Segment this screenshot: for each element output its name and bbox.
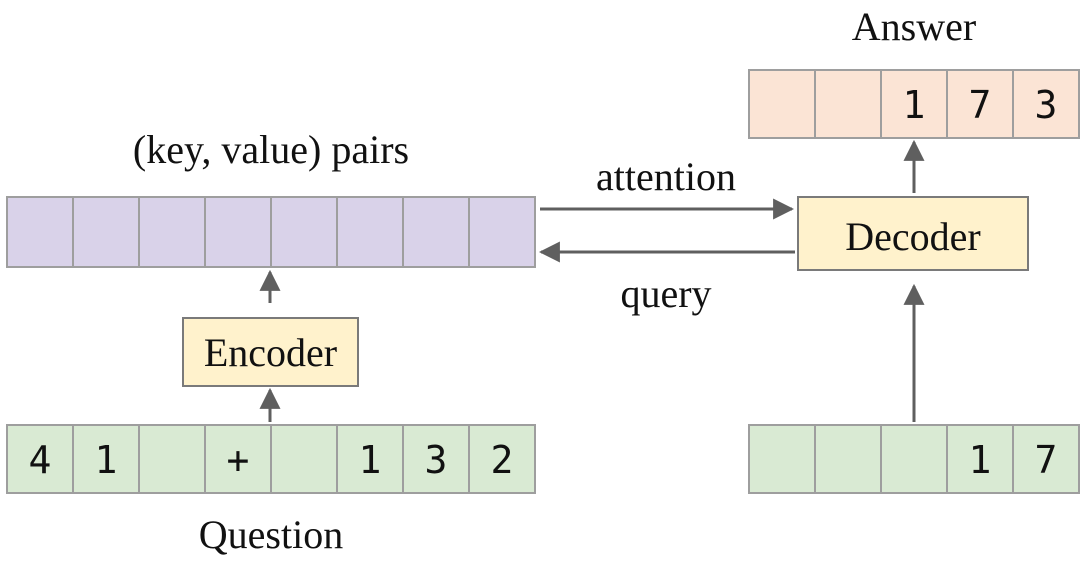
kv-pairs-label: (key, value) pairs (133, 127, 409, 172)
cell (1012, 424, 1080, 494)
cell (204, 424, 272, 494)
cell (814, 69, 882, 139)
decoder-label: Decoder (845, 214, 980, 259)
cell (402, 196, 470, 268)
cell-value: 7 (969, 83, 992, 127)
answer-label: Answer (852, 4, 976, 49)
cell-value: 1 (969, 438, 992, 482)
cell (1012, 69, 1080, 139)
cell-value: 1 (359, 438, 382, 482)
cell (270, 424, 338, 494)
encoder-label: Encoder (204, 330, 337, 375)
cell (6, 196, 74, 268)
cell (748, 69, 816, 139)
decoder-box: Decoder (797, 196, 1029, 271)
cell (946, 424, 1014, 494)
query-label: query (620, 271, 711, 316)
cell (946, 69, 1014, 139)
cell (336, 196, 404, 268)
cell-value: 7 (1035, 438, 1058, 482)
cell (204, 196, 272, 268)
cell (468, 424, 536, 494)
cell (336, 424, 404, 494)
question-label: Question (199, 512, 343, 557)
cell-value: 1 (903, 83, 926, 127)
cell (880, 424, 948, 494)
cell-value: 1 (95, 438, 118, 482)
attention-label: attention (596, 154, 736, 199)
cell (72, 424, 140, 494)
cell (138, 196, 206, 268)
cell-value: 3 (425, 438, 448, 482)
cell-value: 2 (491, 438, 514, 482)
cell (72, 196, 140, 268)
kv-pairs-cells (6, 196, 536, 268)
cell (270, 196, 338, 268)
cell (468, 196, 536, 268)
encoder-box: Encoder (182, 317, 359, 387)
cell (138, 424, 206, 494)
cell (814, 424, 882, 494)
cell-value: + (227, 438, 250, 482)
cell (402, 424, 470, 494)
cell (748, 424, 816, 494)
cell (880, 69, 948, 139)
cell-value: 3 (1035, 83, 1058, 127)
cell-value: 4 (29, 438, 52, 482)
